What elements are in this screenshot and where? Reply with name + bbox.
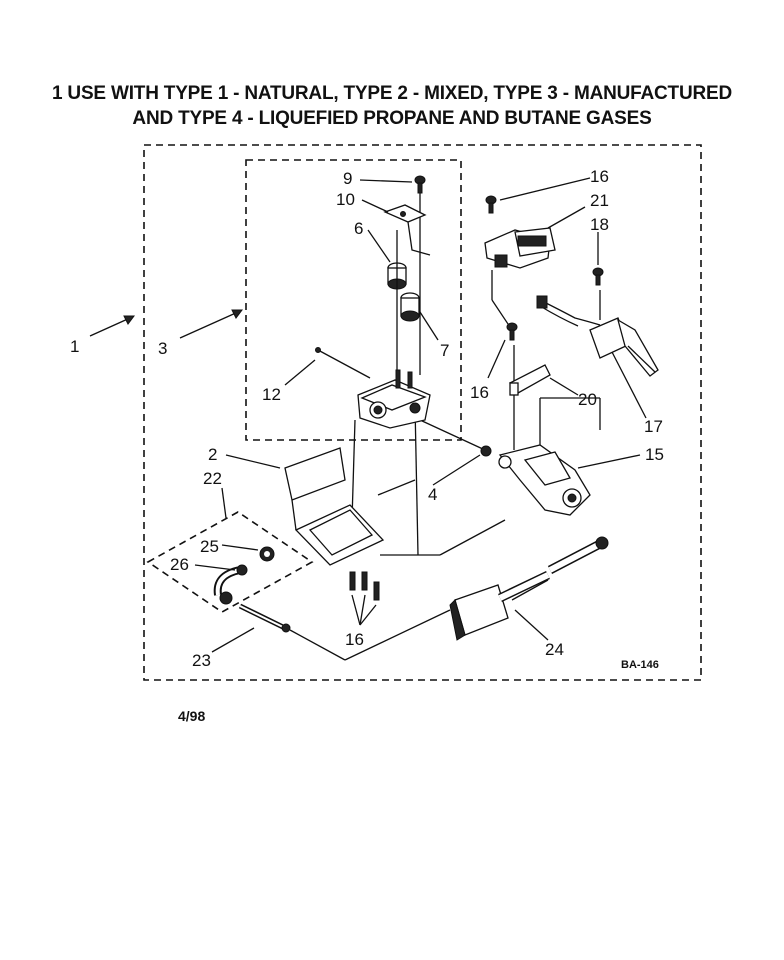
part-4-nut <box>480 445 492 457</box>
callout-24: 24 <box>545 640 564 659</box>
callout-7: 7 <box>440 341 449 360</box>
callout-20: 20 <box>578 390 597 409</box>
part-12-screw <box>315 347 371 379</box>
callout-1: 1 <box>70 337 79 356</box>
callout-16-middle: 16 <box>470 383 489 402</box>
callout-15: 15 <box>645 445 664 464</box>
revision-date: 4/98 <box>178 708 206 724</box>
callout-6: 6 <box>354 219 363 238</box>
part-20-bracket <box>508 364 551 396</box>
callout-3: 3 <box>158 339 167 358</box>
part-2-bracket <box>284 447 385 566</box>
valve-body <box>357 369 431 429</box>
diagram-title-line-2: AND TYPE 4 - LIQUEFIED PROPANE AND BUTAN… <box>132 108 652 129</box>
part-7-coil <box>400 292 420 322</box>
part-24-gas-valve <box>449 536 609 641</box>
part-16-screw-middle <box>506 322 518 341</box>
callout-16-bottom: 16 <box>345 630 364 649</box>
part-15-burner <box>498 444 591 516</box>
fitting-subassembly-boundary <box>146 511 314 613</box>
callout-10: 10 <box>336 190 355 209</box>
part-6-coil <box>387 230 407 375</box>
callout-12: 12 <box>262 385 281 404</box>
callout-22: 22 <box>203 469 222 488</box>
callout-2: 2 <box>208 445 217 464</box>
callout-25: 25 <box>200 537 219 556</box>
part-25-nut <box>259 546 275 562</box>
figure-code: BA-146 <box>621 659 659 671</box>
valve-subassembly-boundary <box>245 159 462 441</box>
callout-21: 21 <box>590 191 609 210</box>
callout-23: 23 <box>192 651 211 670</box>
part-23-tube <box>238 603 291 633</box>
part-17-igniter <box>536 295 659 377</box>
part-9-screw <box>414 175 426 375</box>
callout-9: 9 <box>343 169 352 188</box>
callout-17: 17 <box>644 417 663 436</box>
part-26-elbow <box>213 564 248 605</box>
part-16-screw-top <box>485 195 497 214</box>
part-10-bracket <box>383 204 431 256</box>
callout-18: 18 <box>590 215 609 234</box>
part-18-screw <box>592 267 604 286</box>
callout-26: 26 <box>170 555 189 574</box>
callout-leaders <box>89 177 647 653</box>
callout-16-top: 16 <box>590 167 609 186</box>
callout-4: 4 <box>428 485 437 504</box>
diagram-title-line-1: 1 USE WITH TYPE 1 - NATURAL, TYPE 2 - MI… <box>51 83 732 104</box>
part-21-connector <box>484 227 556 269</box>
part-16-screws-bottom <box>349 571 380 601</box>
assembly-boundary <box>143 144 702 681</box>
